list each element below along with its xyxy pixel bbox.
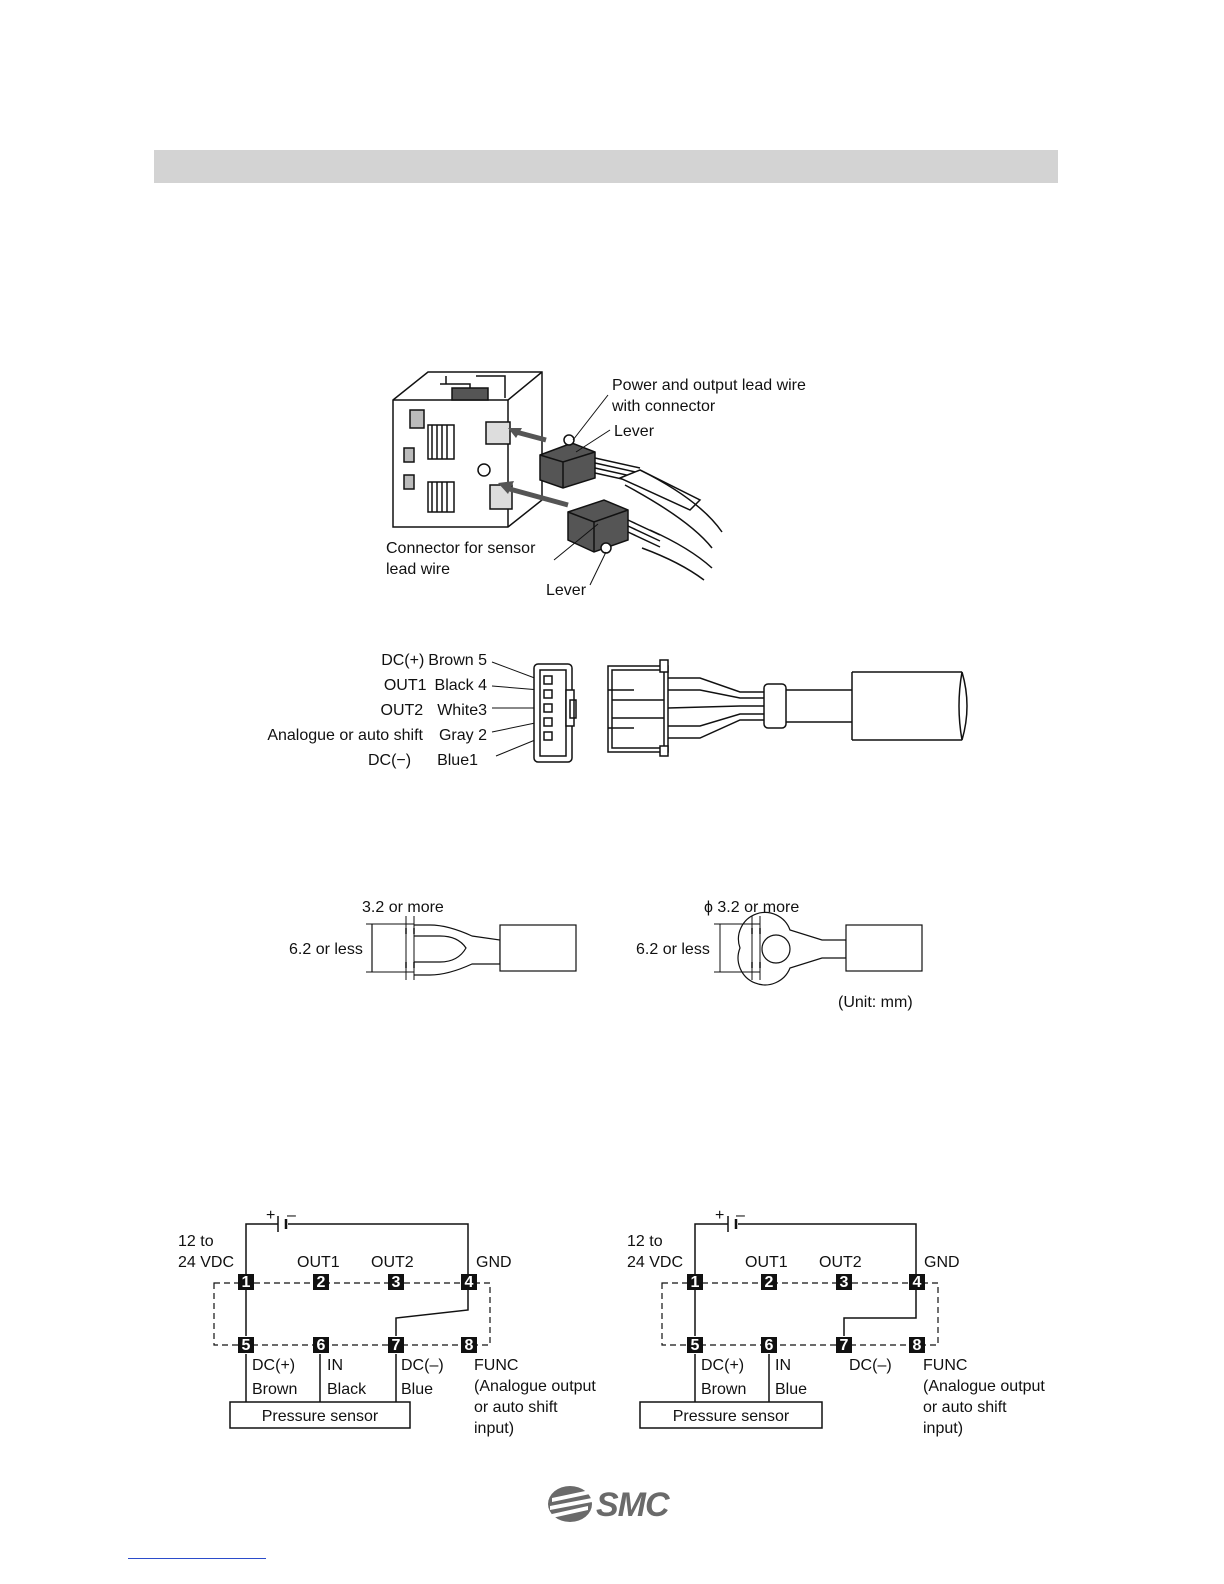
left-out1-label: OUT1 [297, 1254, 340, 1271]
right-minus-sign: – [736, 1207, 745, 1224]
pin-5-label: DC(+)Brown 5 [381, 652, 487, 669]
connector-illustration-labels: Power and output lead wire with connecto… [386, 377, 806, 599]
right-pin-6: 6 [765, 1337, 774, 1354]
left-dcminus-label: DC(–) [401, 1357, 444, 1374]
sensor-connector-label-line1: Connector for sensor [386, 540, 536, 557]
right-pin-5: 5 [691, 1337, 700, 1354]
wiring-diagram-left: 1 2 3 4 5 6 7 8 + – 12 to 24 VDC OUT1 OU… [178, 1207, 596, 1437]
ring-terminal-width-label: ϕ 3.2 or more [704, 899, 799, 916]
left-plus-sign: + [266, 1207, 275, 1224]
left-func-line3: or auto shift [474, 1399, 558, 1416]
y-terminal-width-label: 3.2 or more [362, 899, 444, 916]
left-pin-4: 4 [465, 1274, 474, 1291]
sensor-connector-label-line2: lead wire [386, 561, 450, 578]
right-pin-2: 2 [765, 1274, 774, 1291]
left-pin-2: 2 [317, 1274, 326, 1291]
section-header-bar [154, 150, 1058, 183]
left-black-label: Black [327, 1381, 367, 1398]
left-func-line4: input) [474, 1420, 514, 1437]
left-gnd-label: GND [476, 1254, 512, 1271]
right-func-line1: FUNC [923, 1357, 967, 1374]
lever-top-label: Lever [614, 423, 655, 440]
right-pin-1: 1 [691, 1274, 700, 1291]
left-func-line2: (Analogue output [474, 1378, 596, 1395]
terminal-labels: 3.2 or more 6.2 or less ϕ 3.2 or more 6.… [289, 899, 913, 1011]
right-dcplus-label: DC(+) [701, 1357, 744, 1374]
wiring-diagram-right: 1 2 3 4 5 6 7 8 + – 12 to 24 VDC OUT1 OU… [627, 1207, 1045, 1437]
left-blue-label: Blue [401, 1381, 433, 1398]
lever-bottom-label: Lever [546, 582, 587, 599]
right-pressure-sensor-label: Pressure sensor [673, 1408, 790, 1425]
right-gnd-label: GND [924, 1254, 960, 1271]
connector-illustration [392, 371, 723, 586]
left-pin-3: 3 [392, 1274, 401, 1291]
right-plus-sign: + [715, 1207, 724, 1224]
y-terminal-height-label: 6.2 or less [289, 941, 363, 958]
power-lead-label-line2: with connector [611, 398, 716, 415]
right-dcminus-label: DC(–) [849, 1357, 892, 1374]
left-supply-line1: 12 to [178, 1233, 214, 1250]
connector-side-view [607, 659, 968, 757]
ring-terminal-drawing [714, 911, 923, 986]
y-terminal-drawing [366, 916, 577, 980]
footer-link-rule [128, 1558, 266, 1559]
left-in-label: IN [327, 1357, 343, 1374]
right-pin-3: 3 [840, 1274, 849, 1291]
right-out2-label: OUT2 [819, 1254, 862, 1271]
smc-logo: SMC [596, 1486, 670, 1524]
left-dcplus-label: DC(+) [252, 1357, 295, 1374]
left-func-line1: FUNC [474, 1357, 518, 1374]
right-func-line2: (Analogue output [923, 1378, 1045, 1395]
right-out1-label: OUT1 [745, 1254, 788, 1271]
left-minus-sign: – [287, 1207, 296, 1224]
right-brown-label: Brown [701, 1381, 746, 1398]
right-pin-7: 7 [840, 1337, 849, 1354]
right-func-line3: or auto shift [923, 1399, 1007, 1416]
left-pin-1: 1 [242, 1274, 251, 1291]
right-pin-8: 8 [913, 1337, 922, 1354]
left-brown-label: Brown [252, 1381, 297, 1398]
right-blue-label: Blue [775, 1381, 807, 1398]
left-pin-6: 6 [317, 1337, 326, 1354]
left-pressure-sensor-label: Pressure sensor [262, 1408, 379, 1425]
left-pin-7: 7 [392, 1337, 401, 1354]
ring-terminal-height-label: 6.2 or less [636, 941, 710, 958]
right-in-label: IN [775, 1357, 791, 1374]
right-func-line4: input) [923, 1420, 963, 1437]
unit-label: (Unit: mm) [838, 994, 913, 1011]
right-supply-line2: 24 VDC [627, 1254, 683, 1271]
power-lead-label-line1: Power and output lead wire [612, 377, 806, 394]
smc-logo-mark [548, 1486, 592, 1522]
left-out2-label: OUT2 [371, 1254, 414, 1271]
pin-1-label: DC(−)Blue1 [368, 752, 478, 769]
right-pin-4: 4 [913, 1274, 922, 1291]
right-supply-line1: 12 to [627, 1233, 663, 1250]
left-pin-8: 8 [465, 1337, 474, 1354]
left-supply-line2: 24 VDC [178, 1254, 234, 1271]
left-pin-5: 5 [242, 1337, 251, 1354]
connector-end-view [491, 661, 577, 763]
